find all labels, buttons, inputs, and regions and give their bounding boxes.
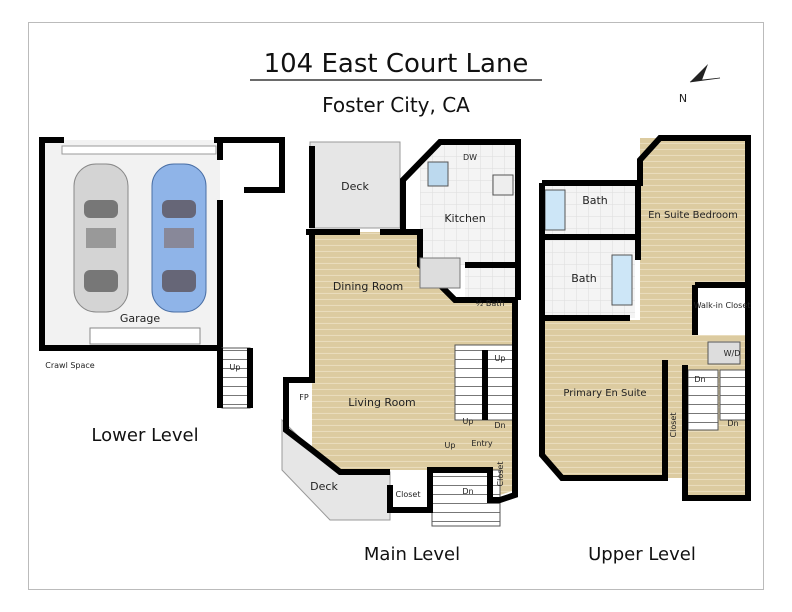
washer-dryer-label: W/D (724, 349, 741, 358)
dining-room-label: Dining Room (333, 280, 403, 293)
main-level-label: Main Level (364, 544, 460, 565)
living-room-label: Living Room (348, 396, 416, 409)
stairs-up-label-2: Up (463, 417, 474, 426)
stairs-up-label-1: Up (495, 354, 506, 363)
deck-closet-label: Closet (396, 490, 421, 499)
bottom-deck-label: Deck (310, 480, 338, 493)
stairs-down-label-2: Dn (462, 487, 473, 496)
stairs-up-label-3: Up (445, 441, 456, 450)
top-deck-label: Deck (341, 180, 369, 193)
en-suite-bedroom-label: En Suite Bedroom (648, 210, 738, 221)
bath-2-label: Bath (571, 272, 597, 285)
car-gray-icon (73, 163, 129, 313)
car-blue-icon (151, 163, 207, 313)
kitchen-label: Kitchen (444, 212, 485, 225)
lower-stairs-up-label: Up (230, 363, 241, 372)
upper-stairs-down-label-1: Dn (694, 375, 705, 384)
entry-label: Entry (471, 439, 493, 448)
compass-icon (689, 64, 721, 83)
walk-in-closet-label: Walk-in Closet (694, 301, 751, 310)
primary-en-suite-label: Primary En Suite (563, 388, 646, 399)
entry-closet-label: Closet (496, 462, 505, 487)
lower-level-label: Lower Level (91, 425, 198, 446)
upper-stairs-down-label-2: Dn (727, 419, 738, 428)
property-city: Foster City, CA (322, 93, 470, 117)
page-frame (28, 22, 764, 590)
garage-label: Garage (120, 312, 161, 325)
half-bath-label: ½ Bath (476, 299, 505, 308)
main-level-plan: DW Deck Kitchen Dining Room ½ Bath Livin… (281, 139, 521, 527)
lower-level-plan: Garage Crawl Space Up (39, 137, 285, 409)
compass-north-label: N (679, 92, 687, 105)
upper-level-plan: Bath Bath En Suite Bedroom Walk-in Close… (539, 135, 751, 501)
bath-1-label: Bath (582, 194, 608, 207)
crawl-space-label: Crawl Space (45, 361, 95, 370)
upper-level-label: Upper Level (588, 544, 696, 565)
property-title: 104 East Court Lane (264, 49, 529, 79)
upper-closet-label: Closet (669, 413, 678, 438)
stairs-down-label-1: Dn (494, 421, 505, 430)
dishwasher-label: DW (463, 153, 477, 162)
fireplace-label: FP (299, 393, 309, 402)
